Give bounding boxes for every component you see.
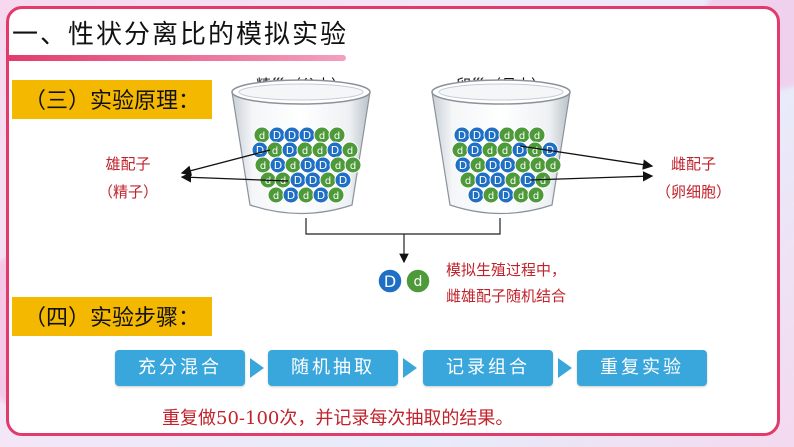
left-pointer-arrow-upper [180, 149, 271, 176]
ball-letter: D [473, 129, 481, 142]
step-arrow [250, 358, 264, 378]
step-record: 记录组合 [423, 350, 553, 386]
ball-letter: d [502, 146, 508, 157]
ball-letter: D [472, 189, 480, 202]
ball-small-d [327, 186, 345, 204]
ball-letter: D [304, 159, 312, 172]
ball-letter: D [471, 144, 479, 157]
ball-letter: D [504, 159, 512, 172]
ball-letter: d [259, 131, 265, 142]
ball-letter: d [535, 161, 541, 172]
right-pointer-arrow-upper [519, 145, 654, 170]
right-pointer-arrow-lower [529, 171, 654, 182]
ball-letter: d [319, 131, 325, 142]
ball-letter: d [475, 161, 481, 172]
ball-small-d [527, 186, 545, 204]
ball-letter: d [510, 176, 516, 187]
ball-letter: D [319, 159, 327, 172]
ball-letter: D [274, 159, 282, 172]
ball-letter: d [520, 161, 526, 172]
female-gamete-label: 雌配子 （卵细胞） [656, 150, 731, 206]
ball-letter: d [260, 161, 266, 172]
result-ball-d: d [405, 268, 431, 294]
ball-letter: d [290, 161, 296, 172]
ball-letter: d [273, 191, 279, 202]
connector-line [305, 218, 501, 235]
male-gamete-line2: （精子） [98, 183, 159, 201]
ball-letter: D [317, 189, 325, 202]
ball-letter: d [333, 191, 339, 202]
ball-letter: D [524, 174, 532, 187]
ball-letter: d [325, 176, 331, 187]
step-repeat: 重复实验 [577, 350, 707, 386]
result-note-line2: 雌雄配子随机结合 [446, 287, 567, 305]
ball-letter: D [294, 174, 302, 187]
ball-letter: d [487, 146, 493, 157]
ball-letter: d [280, 176, 286, 187]
ball-letter: d [540, 176, 546, 187]
result-ball-D: D [377, 268, 403, 294]
step-mix: 充分混合 [115, 350, 245, 386]
ball-letter: d [302, 146, 308, 157]
section3-label: （三）实验原理： [12, 80, 213, 119]
ball-letter: d [550, 161, 556, 172]
ball-letter: d [265, 176, 271, 187]
ball-small-d [344, 156, 362, 174]
ball-letter: d [465, 176, 471, 187]
ball-letter: D [309, 174, 317, 187]
ball-letter: d [519, 131, 525, 142]
title-underline [6, 55, 346, 61]
ball-letter: D [479, 174, 487, 187]
ball-small-d [544, 156, 562, 174]
ball-letter: d [533, 191, 539, 202]
step-arrow [403, 358, 417, 378]
ball-big-D [334, 171, 352, 189]
ball-letter: d [272, 146, 278, 157]
ball-letter: D [303, 129, 311, 142]
ball-letter: D [286, 144, 294, 157]
ball-letter: d [334, 131, 340, 142]
male-gamete-label: 雄配子 （精子） [98, 150, 158, 206]
ball-letter: d [347, 146, 353, 157]
section4-label: （四）实验步骤： [12, 297, 213, 336]
ball-letter: D [273, 129, 281, 142]
ball-letter: D [288, 129, 296, 142]
ball-letter: D [488, 129, 496, 142]
ball-letter: D [489, 159, 497, 172]
female-gamete-line1: 雌配子 [671, 155, 717, 173]
bottom-note: 重复做50-100次，并记录每次抽取的结果。 [162, 408, 514, 429]
ball-letter: d [534, 131, 540, 142]
step-draw: 随机抽取 [268, 350, 398, 386]
ball-letter: D [494, 174, 502, 187]
male-gamete-line1: 雄配子 [105, 155, 151, 173]
left-pointer-arrow-lower [180, 172, 289, 183]
step-arrow [558, 358, 572, 378]
ball-letter: d [317, 146, 323, 157]
result-note: 模拟生殖过程中， 雌雄配子随机结合 [446, 257, 566, 309]
svg-text:d: d [414, 274, 423, 290]
ball-letter: D [331, 144, 339, 157]
ball-letter: d [518, 191, 524, 202]
ball-letter: d [532, 146, 538, 157]
svg-text:D: D [384, 272, 396, 291]
ball-letter: D [256, 144, 264, 157]
ball-letter: D [516, 144, 524, 157]
page-title: 一、性状分离比的模拟实验 [12, 20, 349, 50]
ball-letter: d [350, 161, 356, 172]
ball-letter: D [458, 129, 466, 142]
ball-letter: D [502, 189, 510, 202]
ball-letter: d [303, 191, 309, 202]
ball-letter: d [457, 146, 463, 157]
ball-letter: d [504, 131, 510, 142]
ball-letter: d [488, 191, 494, 202]
female-gamete-line2: （卵细胞） [656, 183, 732, 201]
ball-letter: D [459, 159, 467, 172]
ball-letter: d [335, 161, 341, 172]
ball-letter: D [339, 174, 347, 187]
result-note-line1: 模拟生殖过程中， [446, 261, 567, 279]
ball-letter: D [287, 189, 295, 202]
